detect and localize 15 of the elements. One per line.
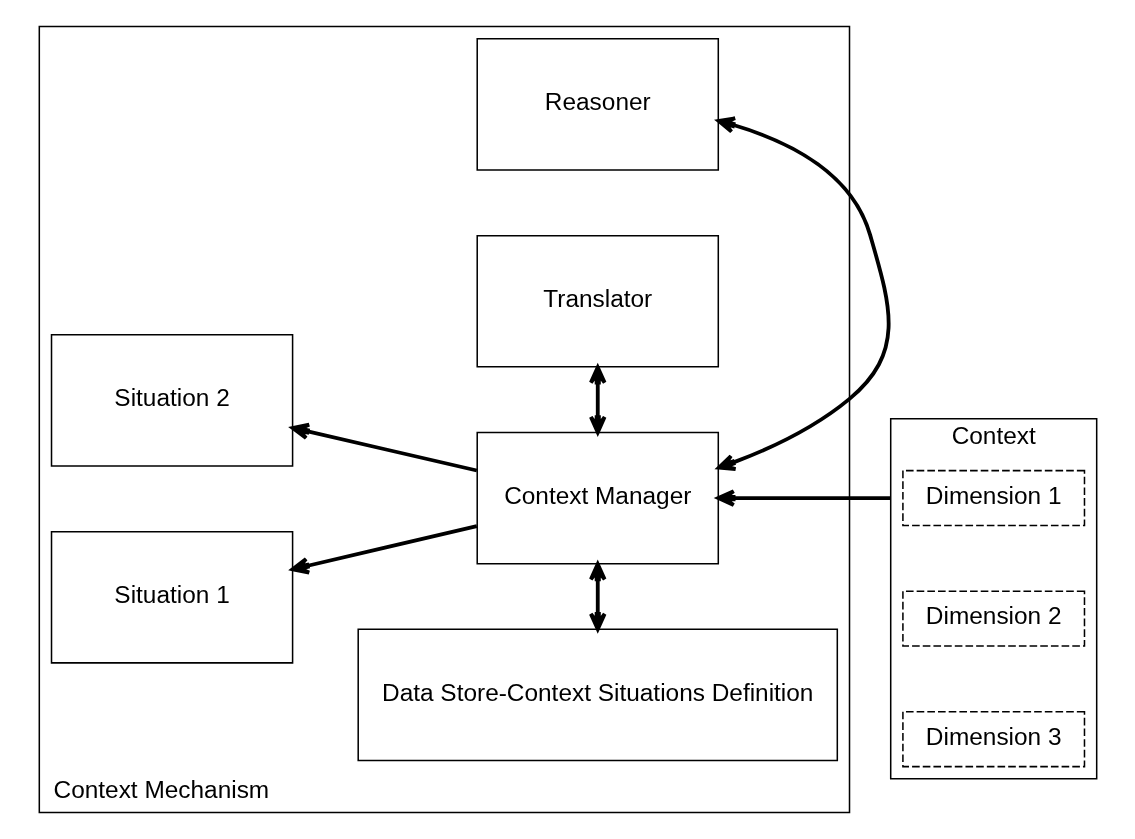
node-box: Translator bbox=[475, 234, 719, 368]
node-box: Reasoner bbox=[475, 38, 719, 171]
arrow bbox=[715, 489, 891, 507]
arrow bbox=[290, 422, 477, 473]
arrow bbox=[716, 116, 891, 471]
node-box: Context Manager bbox=[475, 431, 719, 565]
arrow bbox=[290, 524, 477, 575]
node-box: Situation 1 bbox=[50, 530, 293, 664]
node-box: Data Store-Context Situations Definition bbox=[356, 628, 838, 762]
node-box: Situation 2 bbox=[50, 334, 293, 467]
node-box: Dimension 2 bbox=[901, 590, 1085, 647]
node-box: Dimension 3 bbox=[901, 710, 1085, 768]
node-box: Dimension 1 bbox=[901, 469, 1085, 527]
arrow bbox=[588, 365, 607, 435]
arrow bbox=[588, 562, 607, 632]
